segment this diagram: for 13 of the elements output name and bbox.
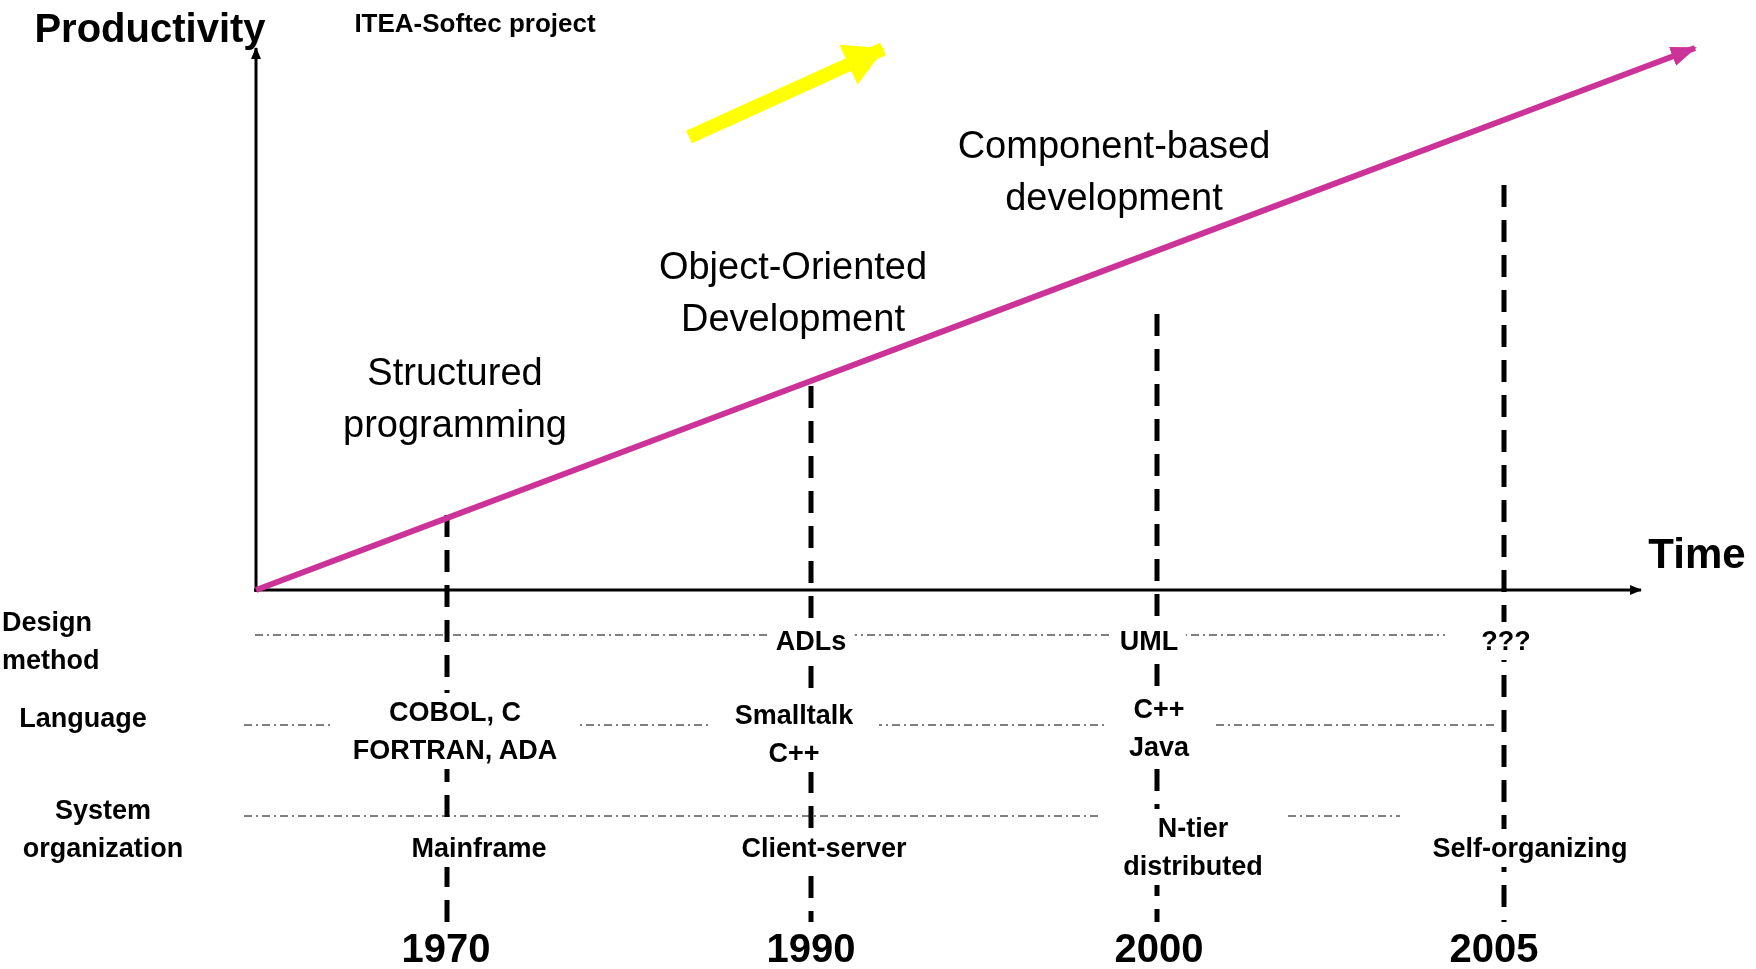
era-label: Component-based development: [956, 123, 1272, 220]
year-label: 1990: [766, 926, 856, 969]
year-label: 1970: [401, 926, 491, 969]
row-header: System organization: [21, 794, 185, 865]
row-header: Design method: [2, 606, 101, 677]
era-label: Object-Oriented Development: [657, 244, 929, 341]
title-text: ITEA-Softec project: [353, 8, 597, 38]
year-label: 2005: [1449, 926, 1539, 969]
era-label: Structured programming: [342, 350, 568, 447]
year-label: 2000: [1114, 926, 1204, 969]
axis-label: Time: [1647, 530, 1747, 578]
axis-label: Productivity: [33, 5, 267, 51]
row-header: Language: [19, 702, 147, 735]
